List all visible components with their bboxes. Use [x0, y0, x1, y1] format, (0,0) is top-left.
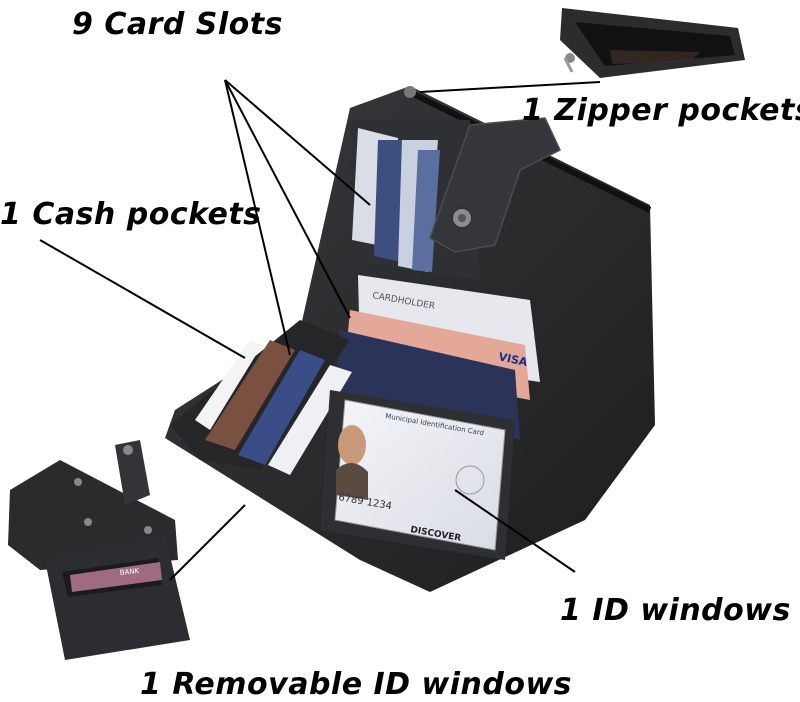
main-wallet — [165, 86, 655, 592]
visa-text: VISA — [497, 350, 529, 369]
card-slots-label: 9 Card Slots — [72, 7, 283, 42]
removable-id-window-label: 1 Removable ID windows — [140, 667, 573, 702]
id-window-label: 1 ID windows — [560, 593, 791, 628]
callout-lines — [39, 79, 601, 581]
zipper-pocket-label: 1 Zipper pockets — [522, 93, 800, 128]
bank-text: BANK — [119, 567, 140, 577]
removable-id-wallet — [8, 440, 190, 660]
cash-pocket-label: 1 Cash pockets — [0, 197, 262, 232]
zipper-pocket-inset — [560, 8, 745, 78]
